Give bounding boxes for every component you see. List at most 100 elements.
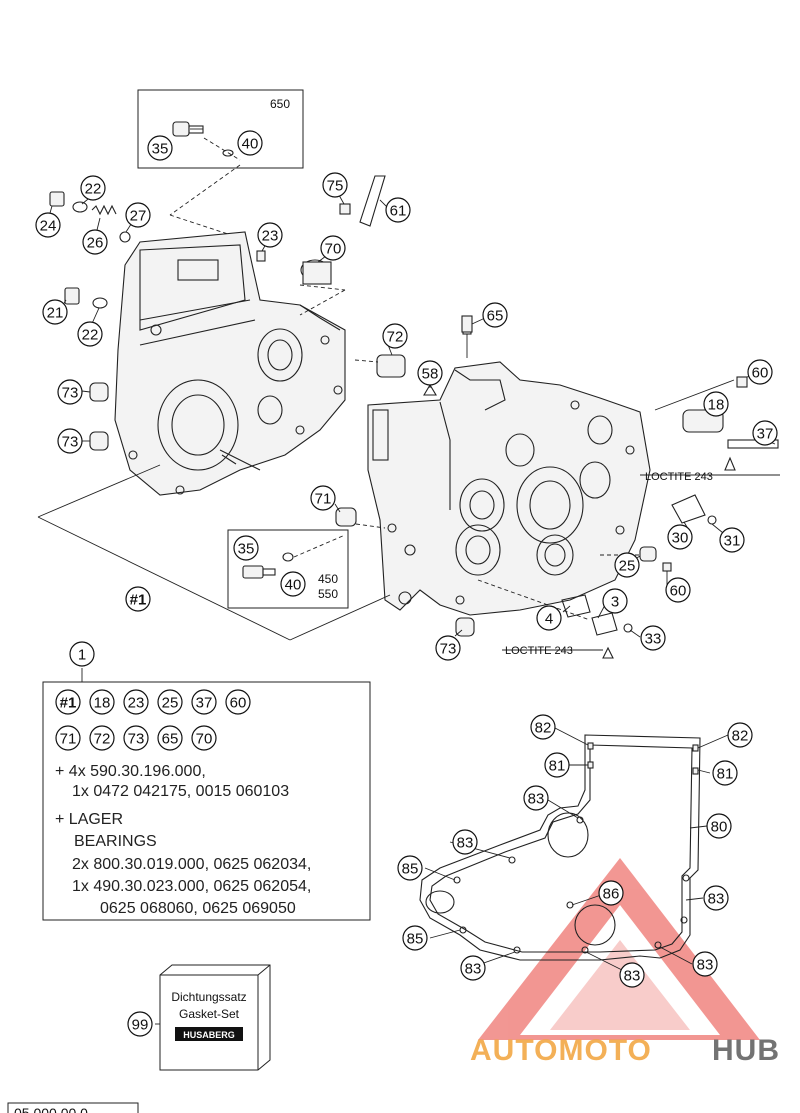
svg-text:25: 25 xyxy=(162,695,179,712)
svg-text:65: 65 xyxy=(162,731,179,748)
svg-text:73: 73 xyxy=(128,731,145,748)
callout-83: 83 xyxy=(619,962,645,988)
callout-1: 1 xyxy=(69,641,95,667)
watermark-logo xyxy=(478,858,760,1040)
callout-83: 83 xyxy=(692,951,718,977)
callout-72: 72 xyxy=(382,323,408,349)
callout-71: 71 xyxy=(310,485,336,511)
callout-21: 21 xyxy=(42,299,68,325)
callout-70: 70 xyxy=(320,235,346,261)
svg-text:72: 72 xyxy=(94,731,111,748)
callout-60: 60 xyxy=(665,577,691,603)
svg-text:18: 18 xyxy=(708,397,725,414)
callout-82: 82 xyxy=(727,722,753,748)
kit-callout-kit1: #1 xyxy=(55,689,81,715)
svg-text:33: 33 xyxy=(645,631,662,648)
svg-text:#1: #1 xyxy=(130,592,147,609)
right-crankcase-half xyxy=(367,321,651,616)
kit-callout-72: 72 xyxy=(89,725,115,751)
kit-callout-23: 23 xyxy=(123,689,149,715)
kit-box: + 4x 590.30.196.000, 1x 0472 042175, 001… xyxy=(42,681,371,921)
callout-61: 61 xyxy=(385,197,411,223)
svg-text:1: 1 xyxy=(78,647,86,664)
kit-line-1: + 4x 590.30.196.000, xyxy=(55,763,206,780)
svg-text:83: 83 xyxy=(457,835,474,852)
svg-text:83: 83 xyxy=(624,968,641,985)
kit-line-2: 1x 0472 042175, 0015 060103 xyxy=(72,783,289,800)
svg-text:26: 26 xyxy=(87,235,104,252)
svg-text:71: 71 xyxy=(315,491,332,508)
box-550-label: 550 xyxy=(318,587,338,601)
svg-text:85: 85 xyxy=(402,861,419,878)
gasket-set-label-en: Gasket-Set xyxy=(179,1007,240,1021)
svg-text:22: 22 xyxy=(82,327,99,344)
callout-35: 35 xyxy=(147,135,173,161)
svg-text:73: 73 xyxy=(440,641,457,658)
leader-650-to-case xyxy=(169,164,241,216)
kit-callout-65: 65 xyxy=(157,725,183,751)
callout-40: 40 xyxy=(237,130,263,156)
svg-text:65: 65 xyxy=(487,308,504,325)
box-450-550: 450 550 xyxy=(227,529,349,609)
svg-text:23: 23 xyxy=(262,228,279,245)
svg-text:72: 72 xyxy=(387,329,404,346)
kit-line-7: 0625 068060, 0625 069050 xyxy=(100,900,296,917)
small-parts xyxy=(49,175,779,659)
callout-65: 65 xyxy=(482,302,508,328)
kit-callout-71: 71 xyxy=(55,725,81,751)
svg-text:30: 30 xyxy=(672,530,689,547)
kit-callout-25: 25 xyxy=(157,689,183,715)
callout-80: 80 xyxy=(706,813,732,839)
callout-83: 83 xyxy=(523,785,549,811)
box-450-label: 450 xyxy=(318,572,338,586)
svg-text:25: 25 xyxy=(619,558,636,575)
callout-22: 22 xyxy=(80,175,106,201)
footer-code: 05 000 00 0 xyxy=(14,1105,88,1113)
callout-83: 83 xyxy=(703,885,729,911)
callout-33: 33 xyxy=(640,625,666,651)
svg-text:37: 37 xyxy=(196,695,213,712)
callout-30: 30 xyxy=(667,524,693,550)
callout-18: 18 xyxy=(703,391,729,417)
box-650-label: 650 xyxy=(270,97,290,111)
svg-text:21: 21 xyxy=(47,305,64,322)
gasket-set-label-de: Dichtungssatz xyxy=(171,990,246,1004)
callout-27: 27 xyxy=(125,202,151,228)
svg-text:83: 83 xyxy=(528,791,545,808)
svg-text:58: 58 xyxy=(422,366,439,383)
svg-text:40: 40 xyxy=(242,136,259,153)
svg-text:3: 3 xyxy=(611,594,619,611)
svg-text:61: 61 xyxy=(390,203,407,220)
callout-23: 23 xyxy=(257,222,283,248)
svg-text:4: 4 xyxy=(545,611,553,628)
svg-text:31: 31 xyxy=(724,533,741,550)
callout-37: 37 xyxy=(752,420,778,446)
callout-83: 83 xyxy=(460,955,486,981)
watermark-text: AUTOMOTO HUB xyxy=(470,1034,779,1067)
svg-text:60: 60 xyxy=(752,365,769,382)
callout-73: 73 xyxy=(57,428,83,454)
callout-22: 22 xyxy=(77,321,103,347)
callout-4: 4 xyxy=(536,605,562,631)
callout-40: 40 xyxy=(280,571,306,597)
svg-text:60: 60 xyxy=(670,583,687,600)
callout-83: 83 xyxy=(452,829,478,855)
svg-text:37: 37 xyxy=(757,426,774,443)
svg-text:18: 18 xyxy=(94,695,111,712)
svg-text:35: 35 xyxy=(238,541,255,558)
kit-callout-18: 18 xyxy=(89,689,115,715)
svg-text:86: 86 xyxy=(603,886,620,903)
callout-26: 26 xyxy=(82,229,108,255)
callout-86: 86 xyxy=(598,880,624,906)
svg-text:22: 22 xyxy=(85,181,102,198)
svg-text:#1: #1 xyxy=(60,695,77,712)
kit-callout-73: 73 xyxy=(123,725,149,751)
callout-81: 81 xyxy=(544,752,570,778)
callout-3: 3 xyxy=(602,588,628,614)
callout-24: 24 xyxy=(35,212,61,238)
svg-text:23: 23 xyxy=(128,695,145,712)
svg-text:73: 73 xyxy=(62,385,79,402)
callout-81: 81 xyxy=(712,760,738,786)
